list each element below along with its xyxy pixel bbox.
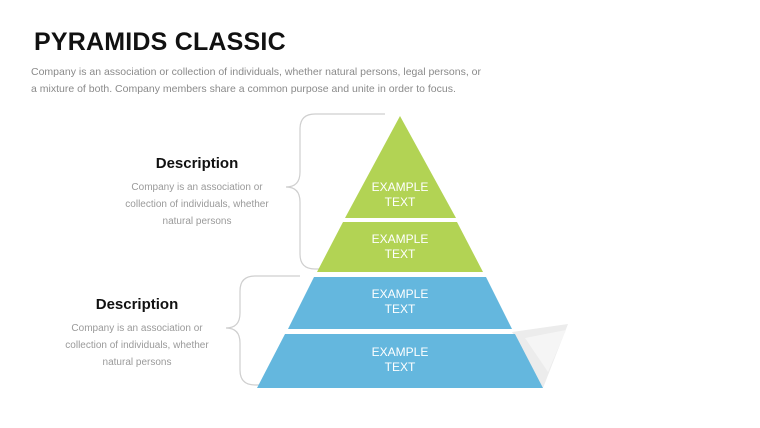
description-heading: Description (95, 296, 179, 313)
pyramid-tier-2 (317, 222, 483, 272)
description-block-bottom: Description Company is an association or… (62, 296, 212, 371)
slide-title: PYRAMIDS CLASSIC (34, 28, 286, 56)
pyramid-tier-4 (257, 334, 543, 388)
pyramid-tier-3 (288, 277, 512, 329)
brace-top (285, 113, 385, 270)
description-text: Company is an association or collection … (125, 182, 269, 227)
description-block-top: Description Company is an association or… (122, 155, 272, 230)
slide-subtitle: Company is an association or collection … (31, 66, 481, 95)
description-text: Company is an association or collection … (65, 323, 209, 368)
pyramid-tier-1 (345, 116, 456, 218)
description-heading: Description (155, 155, 239, 172)
brace-bottom (225, 275, 300, 386)
pyramid-shadow-edge (525, 330, 566, 372)
